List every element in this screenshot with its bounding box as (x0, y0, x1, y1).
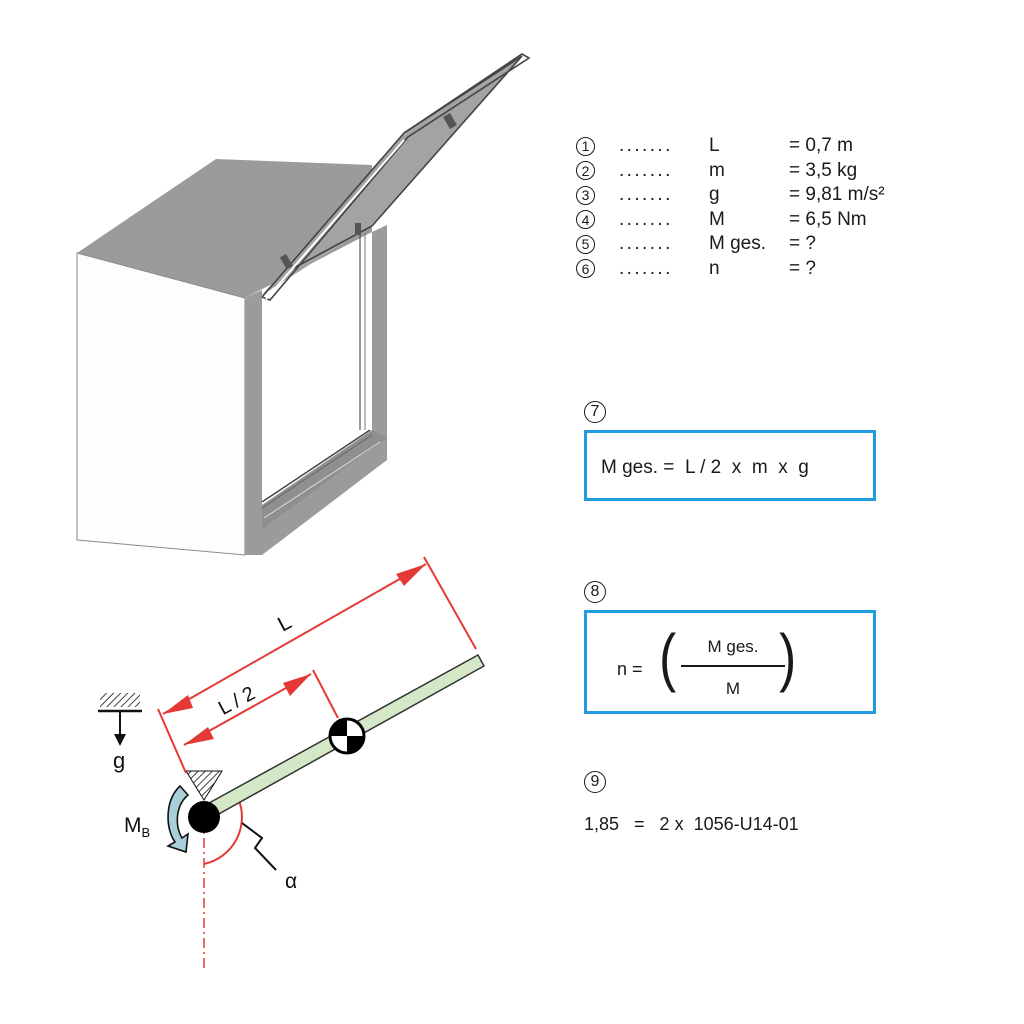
moment-arrow-icon (166, 784, 190, 854)
open-paren: ( (659, 621, 677, 693)
result-line: 1,85 = 2 x 1056-U14-01 (584, 814, 799, 834)
item-number-badge: 4 (576, 210, 595, 230)
legend-item: 1 ....... L = 0,7 m (576, 134, 885, 159)
step-7-label: 7 (584, 400, 606, 423)
legend-item: 6 ....... n = ? (576, 257, 885, 282)
label-alpha: α (285, 870, 298, 893)
item-number-badge: 3 (576, 185, 595, 205)
step-9-label: 9 (584, 770, 606, 793)
item-number-badge: 1 (576, 136, 595, 156)
center-of-mass-icon (328, 717, 366, 755)
gravity-icon (98, 693, 142, 746)
label-gravity: g (113, 748, 126, 773)
fraction-bar (681, 665, 785, 667)
item-number-badge: 6 (576, 259, 595, 279)
variable-legend: 1 ....... L = 0,7 m 2 ....... m = 3,5 kg… (576, 134, 885, 281)
legend-item: 4 ....... M = 6,5 Nm (576, 208, 885, 233)
formula-box-total-moment: M ges. = L / 2 x m x g (584, 430, 876, 501)
lever-diagram (98, 556, 486, 972)
step-8-label: 8 (584, 580, 606, 603)
total-moment-formula: M ges. = L / 2 x m x g (601, 457, 809, 478)
legend-item: 5 ....... M ges. = ? (576, 232, 885, 257)
formula-box-count: n = ( M ges. M ) (584, 610, 876, 714)
fraction-numerator: M ges. (707, 637, 759, 656)
cabinet-illustration (76, 53, 531, 556)
label-moment: MB (124, 814, 151, 841)
close-paren: ) (779, 621, 797, 693)
legend-item: 3 ....... g = 9,81 m/s² (576, 183, 885, 208)
fraction-denominator: M (725, 679, 741, 698)
item-number-badge: 2 (576, 161, 595, 181)
legend-item: 2 ....... m = 3,5 kg (576, 159, 885, 184)
item-number-badge: 5 (576, 234, 595, 254)
count-formula-lhs: n = (617, 659, 643, 679)
